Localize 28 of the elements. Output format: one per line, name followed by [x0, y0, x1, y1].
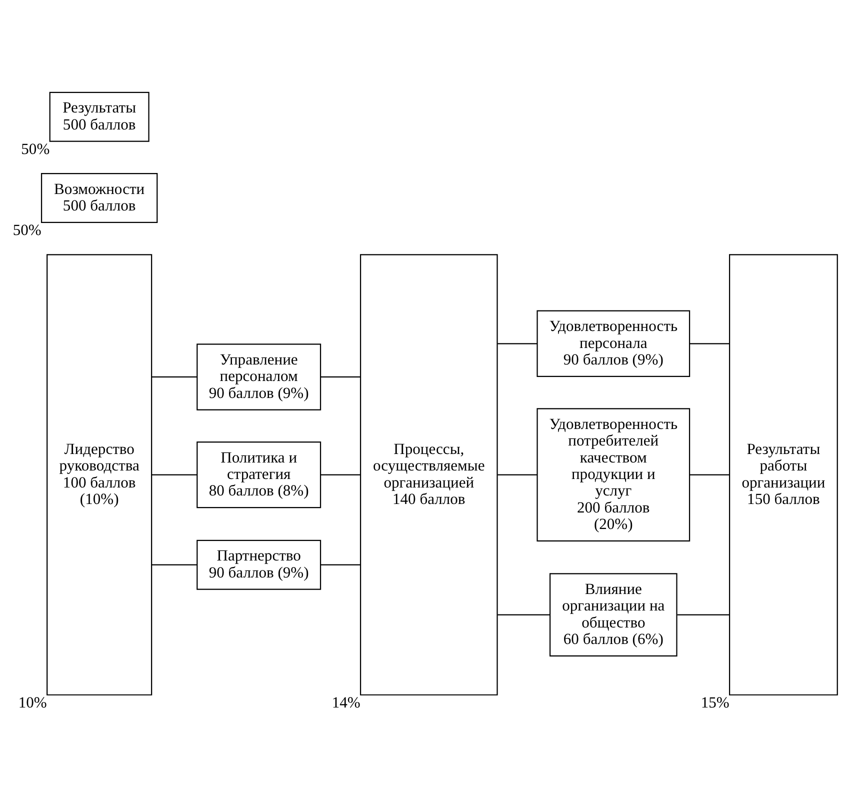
connector — [152, 564, 198, 565]
connector — [152, 376, 198, 378]
node-label: 14% — [332, 694, 360, 711]
connector — [498, 342, 538, 344]
node-box: Управление персоналом 90 баллов (9%) — [196, 343, 322, 410]
node-label: 10% — [18, 694, 47, 711]
node-box: Процессы, осуществляемые организацией 140 баллов — [360, 254, 498, 695]
connector — [498, 614, 550, 615]
node-box: Результаты работы организации 150 баллов — [729, 254, 838, 695]
connector — [690, 342, 730, 344]
connector — [677, 614, 730, 615]
node-box: Удовлетворенность персонала 90 баллов (9%) — [536, 310, 690, 376]
node-box: Лидерство руководства 100 баллов (10%) — [46, 254, 152, 695]
node-box: Партнерство 90 баллов (9%) — [196, 539, 322, 590]
connector — [320, 376, 360, 378]
node-box: Возможности 500 баллов — [40, 172, 158, 223]
node-box: Политика и стратегия 80 баллов (8%) — [196, 440, 322, 508]
connector — [498, 474, 538, 475]
node-box: Удовлетворенность потребителей качеством продукции и услуг 200 баллов (20%) — [536, 408, 690, 541]
node-label: 50% — [21, 140, 50, 158]
connector — [690, 474, 730, 475]
node-box: Результаты 500 баллов — [49, 91, 150, 142]
node-box: Влияние организации на общество 60 баллов (6%) — [550, 572, 678, 656]
node-label: 50% — [12, 221, 42, 238]
connector — [320, 564, 360, 565]
node-label: 15% — [700, 694, 730, 711]
connector — [152, 474, 198, 475]
connector — [320, 474, 360, 475]
